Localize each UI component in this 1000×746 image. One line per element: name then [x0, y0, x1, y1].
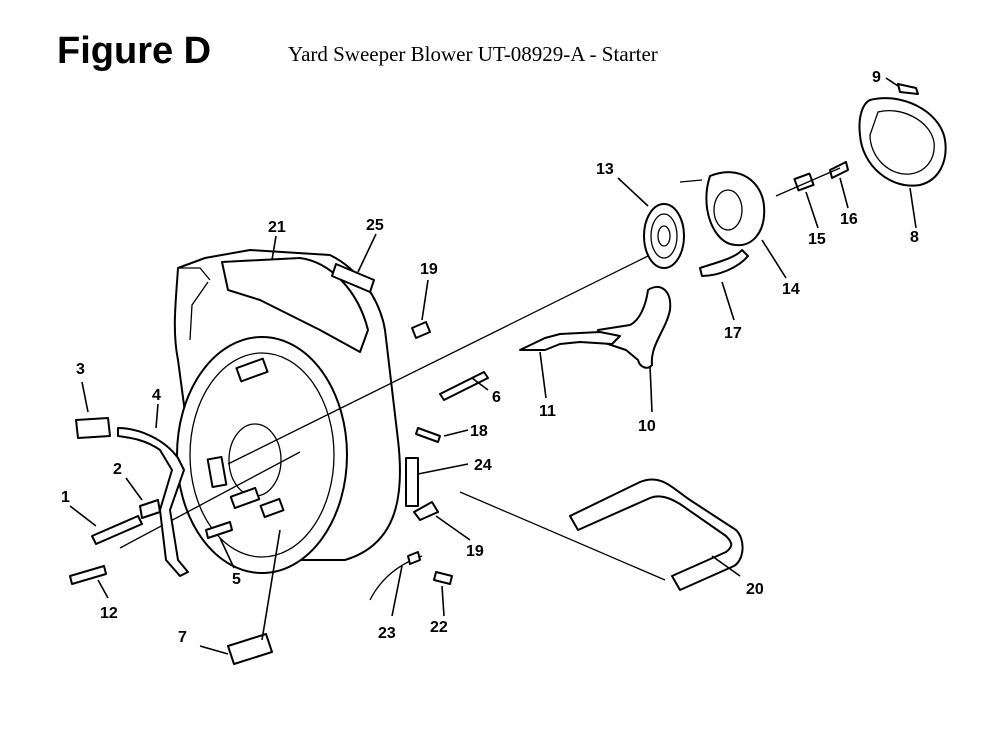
- spring-part-2: [139, 499, 161, 519]
- housing-part-21: [173, 249, 401, 574]
- callout-8: 8: [910, 229, 919, 246]
- callout-6: 6: [492, 389, 501, 406]
- callout-20: 20: [746, 581, 764, 598]
- callout-2: 2: [113, 461, 122, 478]
- leader-lines: [69, 77, 917, 655]
- starter-cord-part-11: [519, 331, 621, 351]
- strip-part-24: [405, 457, 419, 507]
- assembly-axis-line-2: [119, 451, 301, 549]
- screw-part-5: [205, 521, 233, 539]
- callout-7: 7: [178, 629, 187, 646]
- block-part-3: [75, 417, 111, 439]
- bolt-part-15: [793, 172, 815, 192]
- callout-14: 14: [782, 281, 800, 298]
- callout-19-lower: 19: [466, 543, 484, 560]
- callout-5: 5: [232, 571, 241, 588]
- callout-12: 12: [100, 605, 118, 622]
- assembly-axis-line: [227, 255, 649, 465]
- starter-housing-part-14: [679, 171, 766, 247]
- callout-13: 13: [596, 161, 614, 178]
- starter-pulley-part-13: [643, 203, 685, 269]
- screw-part-18: [415, 427, 441, 443]
- screw-part-19-lower: [413, 501, 439, 521]
- bolt-part-1: [91, 515, 143, 545]
- pin-part-12: [69, 565, 107, 585]
- screw-part-19-upper: [411, 321, 431, 339]
- callout-1: 1: [61, 489, 70, 506]
- bolt-part-6: [439, 371, 489, 401]
- screw-part-22: [433, 571, 453, 585]
- callout-22: 22: [430, 619, 448, 636]
- gasket-part-8: [858, 97, 947, 187]
- callout-10: 10: [638, 418, 656, 435]
- assembly-axis-line-3: [459, 491, 666, 581]
- figure-subtitle: Yard Sweeper Blower UT-08929-A - Starter: [288, 42, 658, 66]
- callout-9: 9: [872, 69, 881, 86]
- starter-rope-part-17: [699, 249, 749, 277]
- callout-18: 18: [470, 423, 488, 440]
- callout-24: 24: [474, 457, 492, 474]
- pad-part-7: [227, 633, 273, 665]
- callout-15: 15: [808, 231, 826, 248]
- handle-bar-part-20: [569, 478, 744, 591]
- pad-part-25: [331, 263, 375, 293]
- screw-part-9: [897, 83, 919, 95]
- callout-17: 17: [724, 325, 742, 342]
- callout-23: 23: [378, 625, 396, 642]
- callout-11: 11: [539, 403, 556, 420]
- bolt-axis: [775, 167, 841, 197]
- callout-21: 21: [268, 219, 286, 236]
- callout-16: 16: [840, 211, 858, 228]
- figure-title: Figure D: [57, 30, 212, 72]
- callout-4: 4: [152, 387, 161, 404]
- bracket-part-4: [117, 427, 189, 577]
- starter-handle-part-10: [595, 285, 672, 369]
- callout-3: 3: [76, 361, 85, 378]
- bolt-part-16: [829, 161, 849, 179]
- callout-25: 25: [366, 217, 384, 234]
- callout-labels: 1 2 3 4 5 6 7 8 9 10 11 12 13 14 15 16 1…: [61, 69, 919, 646]
- callout-19-upper: 19: [420, 261, 438, 278]
